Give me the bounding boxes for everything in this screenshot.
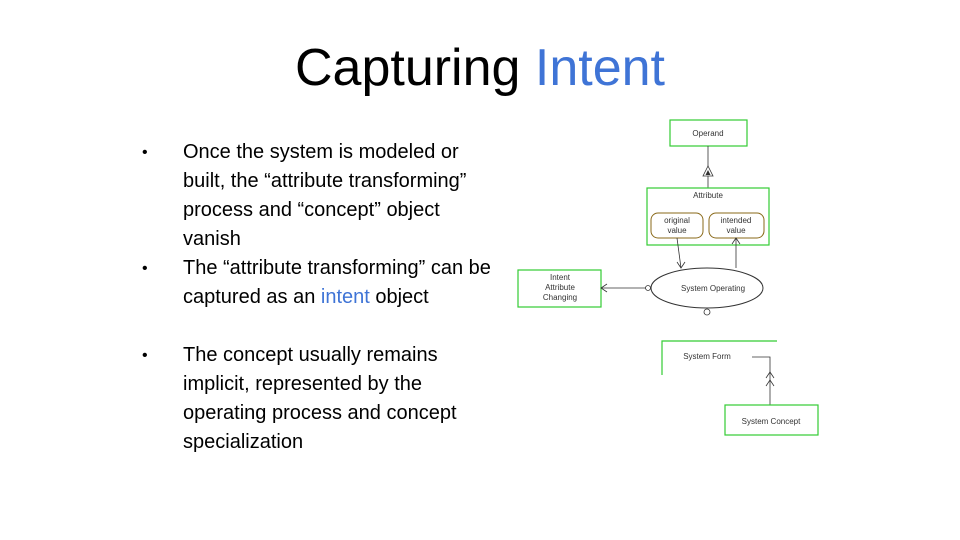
- bullet-item: • Once the system is modeled or built, t…: [142, 138, 502, 254]
- bullet-text-main: Once the system is modeled or built, the…: [183, 141, 467, 250]
- system-form-box: [661, 340, 777, 375]
- intent-label-line2: Attribute: [545, 283, 575, 292]
- title-accent-word: Intent: [534, 39, 666, 97]
- intent-box: [517, 269, 602, 308]
- system-operating-label: System Operating: [681, 284, 745, 293]
- bullet-item: • The concept usually remains implicit, …: [142, 341, 502, 457]
- slide-title: Capturing Intent: [0, 36, 960, 100]
- intent-label-line1: Intent: [550, 273, 571, 282]
- original-value-label-line2: value: [667, 226, 687, 235]
- original-value-label-line1: original: [664, 216, 690, 225]
- form-concept-arrow-2: [765, 379, 775, 387]
- output-link-arrow: [731, 237, 741, 245]
- bullet-text-main: The concept usually remains implicit, re…: [183, 344, 457, 453]
- system-form-label: System Form: [683, 352, 731, 361]
- instrument-link-circle: [703, 308, 711, 316]
- bullet-text: Once the system is modeled or built, the…: [183, 141, 466, 250]
- bullet-list: • Once the system is modeled or built, t…: [142, 138, 502, 457]
- intent-link-arrow: [600, 283, 608, 293]
- operand-box: [669, 119, 748, 147]
- input-link: [676, 237, 682, 269]
- system-concept-box: [724, 404, 819, 436]
- intended-value-label-line1: intended: [721, 216, 752, 225]
- bullet-text-after: object: [369, 286, 429, 308]
- bullet-marker: •: [142, 347, 148, 364]
- attribute-label: Attribute: [693, 191, 723, 200]
- bullet-marker: •: [142, 260, 148, 277]
- bullet-marker: •: [142, 144, 148, 161]
- form-concept-link: [752, 356, 771, 388]
- bullet-text: The “attribute transforming” can be capt…: [183, 257, 491, 308]
- intent-link-end: [645, 285, 651, 291]
- intended-value-state: [708, 212, 765, 239]
- operand-label: Operand: [692, 129, 723, 138]
- bullet-item: • The “attribute transforming” can be ca…: [142, 254, 502, 341]
- bullet-text-accent: intent: [320, 286, 370, 308]
- bullet-text-main: The “attribute transforming” can be capt…: [183, 257, 491, 308]
- intent-label-line3: Changing: [543, 293, 577, 302]
- bullet-text: The concept usually remains implicit, re…: [183, 344, 457, 453]
- intended-value-label-line2: value: [726, 226, 746, 235]
- form-concept-arrow: [765, 371, 775, 379]
- system-concept-label: System Concept: [742, 417, 801, 426]
- title-part-1: Capturing: [294, 39, 535, 97]
- exhibition-triangle-inner: [705, 170, 711, 175]
- input-link-arrow: [676, 261, 686, 269]
